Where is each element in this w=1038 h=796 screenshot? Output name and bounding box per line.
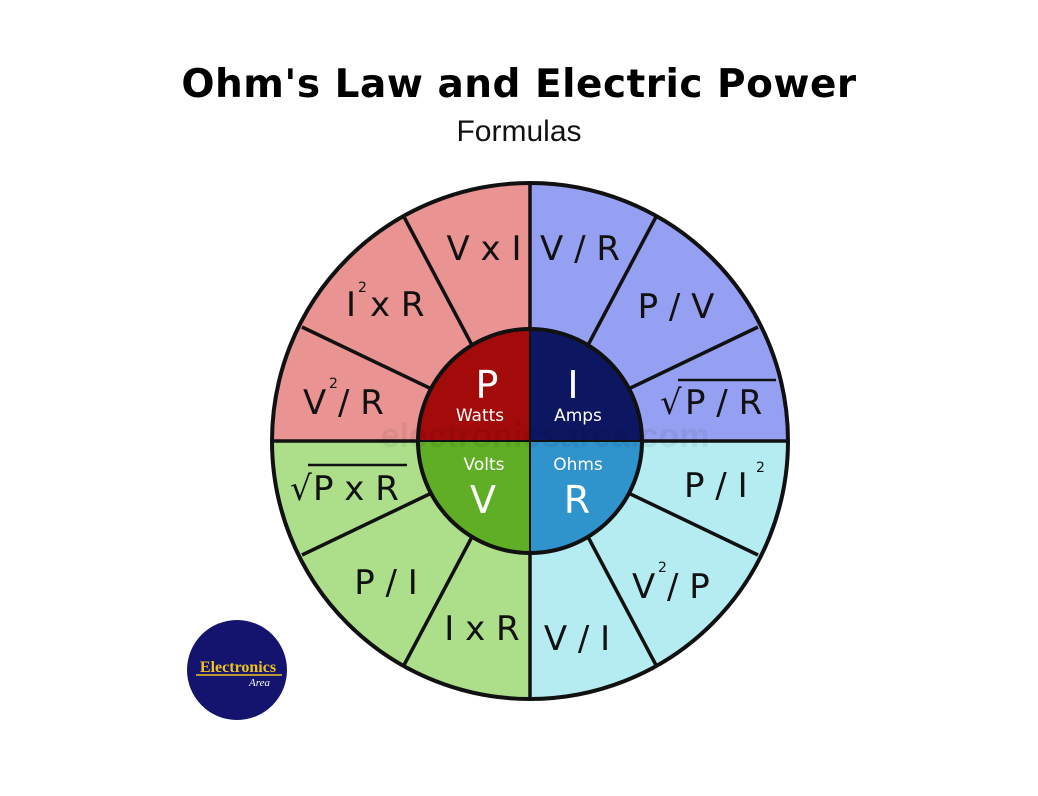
electronics-area-logo: Electronics Area xyxy=(187,620,287,720)
svg-text:I: I xyxy=(346,285,356,325)
page-title: Ohm's Law and Electric Power xyxy=(181,62,857,107)
svg-text:P / R: P / R xyxy=(685,383,762,423)
svg-text:2: 2 xyxy=(329,376,338,392)
sqrt-sign: √ xyxy=(660,383,682,423)
formula-v-over-i: V / I xyxy=(544,619,610,659)
resistance-center xyxy=(530,441,642,553)
svg-text:Area: Area xyxy=(248,677,270,689)
formula-p-over-v: P / V xyxy=(638,287,715,327)
outer-ring xyxy=(270,181,790,701)
svg-text:x R: x R xyxy=(370,285,425,325)
sqrt-sign: √ xyxy=(290,469,312,509)
watermark: electronicsarea.com xyxy=(381,417,710,455)
svg-text:/ R: / R xyxy=(338,383,384,423)
current-center xyxy=(530,329,642,441)
formula-p-over-i: P / I xyxy=(354,563,418,603)
segment-dividers xyxy=(272,183,788,699)
svg-text:P x R: P x R xyxy=(313,469,399,509)
svg-text:2: 2 xyxy=(658,560,667,576)
voltage-symbol: V xyxy=(470,478,496,522)
formula-p-over-i-squared: P / I 2 xyxy=(684,460,765,506)
formula-sqrt-p-over-r: √ P / R xyxy=(660,378,776,423)
svg-text:P / I: P / I xyxy=(684,466,748,506)
svg-text:V: V xyxy=(632,567,655,607)
formula-v-over-r: V / R xyxy=(540,229,620,269)
formula-i-times-r: I x R xyxy=(444,609,519,649)
page-subtitle: Formulas xyxy=(456,115,582,148)
current-unit: Amps xyxy=(554,406,602,426)
resistance-symbol: R xyxy=(564,478,590,522)
svg-text:/ P: / P xyxy=(667,567,710,607)
formula-i-squared-r: I 2 x R xyxy=(346,280,425,325)
current-symbol: I xyxy=(567,363,578,407)
resistance-unit: Ohms xyxy=(553,455,603,475)
power-center xyxy=(418,329,530,441)
power-unit: Watts xyxy=(456,406,504,426)
formula-sqrt-p-times-r: √ P x R xyxy=(290,463,407,509)
svg-text:Electronics: Electronics xyxy=(200,659,276,676)
power-symbol: P xyxy=(476,363,499,407)
svg-text:2: 2 xyxy=(358,280,367,296)
svg-text:2: 2 xyxy=(756,460,765,476)
voltage-unit: Volts xyxy=(464,455,505,475)
formula-v-squared-over-r: V 2 / R xyxy=(303,376,384,423)
formula-v-squared-over-p: V 2 / P xyxy=(632,560,710,607)
svg-text:V: V xyxy=(303,383,326,423)
voltage-center xyxy=(418,441,530,553)
formula-v-times-i: V x I xyxy=(446,229,521,269)
